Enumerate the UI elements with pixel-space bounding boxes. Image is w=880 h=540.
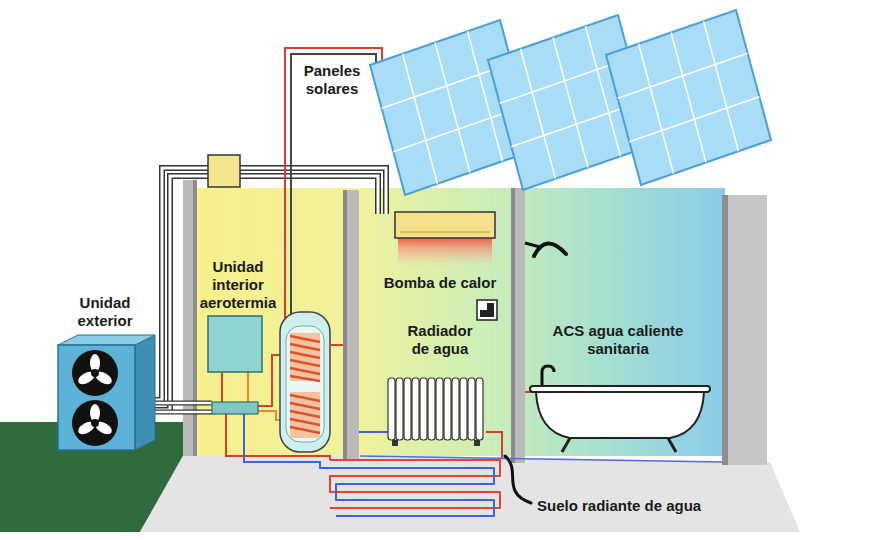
radiator-column — [444, 378, 451, 440]
floor-heating-loop — [336, 468, 494, 516]
bathtub-feet — [562, 438, 676, 452]
part-label: Bomba de calor — [375, 274, 505, 292]
part-label: Unidad interior aerotermia — [196, 258, 280, 312]
water-line — [486, 432, 502, 458]
fan-blades — [76, 404, 114, 437]
split-unit — [395, 212, 495, 238]
water-tank — [280, 312, 330, 452]
radiator-foot — [474, 440, 480, 446]
radiator-column — [396, 378, 403, 440]
shower-arm — [525, 243, 540, 247]
floor — [140, 452, 800, 532]
radiator-column — [460, 378, 467, 440]
wall-edge — [343, 190, 347, 460]
solar-panel — [606, 10, 771, 185]
radiator-column — [436, 378, 443, 440]
panel-surface — [606, 10, 771, 185]
radiator-column — [420, 378, 427, 440]
radiator — [388, 378, 483, 446]
thermostat — [477, 300, 497, 320]
radiator-column — [428, 378, 435, 440]
outdoor-unit — [58, 345, 135, 450]
solar-line — [291, 54, 376, 318]
part-label: Radiador de agua — [402, 322, 478, 358]
wall — [183, 180, 197, 456]
thermostat-mark — [480, 303, 487, 310]
bathtub — [536, 392, 704, 438]
thermostat-face — [480, 303, 494, 317]
pipe-outline — [155, 401, 212, 406]
pipe — [155, 176, 378, 410]
pipe — [155, 402, 212, 405]
back-wall — [190, 188, 725, 456]
radiator-column — [404, 378, 411, 440]
coil — [290, 392, 320, 438]
part-label: Paneles solares — [299, 62, 365, 98]
pipe-outline — [155, 410, 212, 415]
coil-turns — [290, 336, 320, 381]
part-label: ACS agua caliente sanitaria — [548, 322, 688, 358]
coil — [290, 333, 320, 381]
split-vent — [400, 232, 490, 233]
radiator-column — [452, 378, 459, 440]
pipe — [155, 411, 212, 414]
water-line — [330, 344, 343, 346]
radiator-column — [476, 378, 483, 440]
outdoor-unit-top — [58, 335, 155, 345]
outdoor-unit-side — [135, 335, 155, 450]
radiator-column — [412, 378, 419, 440]
radiator-foot — [392, 440, 398, 446]
water-line — [247, 372, 249, 402]
part-label: Unidad exterior — [65, 294, 145, 330]
shower-head — [534, 243, 566, 256]
water-line — [221, 372, 223, 402]
wall-edge — [722, 195, 728, 465]
heat-glow — [398, 238, 492, 268]
bathtub-rim — [530, 386, 710, 392]
leader-line — [505, 456, 531, 503]
coil-turns — [290, 395, 320, 433]
fan-hub — [91, 369, 99, 377]
water-line — [258, 411, 280, 420]
wall — [511, 188, 525, 463]
wall — [343, 190, 359, 460]
wall-edge — [511, 188, 515, 463]
fan-hub — [91, 419, 99, 427]
tank-inner — [286, 326, 324, 442]
wall-edge — [193, 180, 197, 456]
junction-box — [208, 155, 240, 187]
fan-blades — [76, 354, 114, 387]
radiator-column — [468, 378, 475, 440]
indoor-unit — [208, 316, 262, 372]
manifold — [212, 402, 258, 414]
radiator-column — [388, 378, 395, 440]
faucet — [542, 366, 554, 386]
pipe-outline — [155, 176, 378, 410]
wall — [722, 195, 767, 465]
part-label: Suelo radiante de agua — [537, 497, 757, 515]
pipe — [155, 168, 386, 400]
fan — [72, 400, 118, 446]
fan — [72, 350, 118, 396]
pipe-outline — [155, 168, 386, 400]
water-line — [359, 431, 388, 433]
panel-grid — [618, 21, 760, 174]
solar-line — [285, 48, 382, 318]
